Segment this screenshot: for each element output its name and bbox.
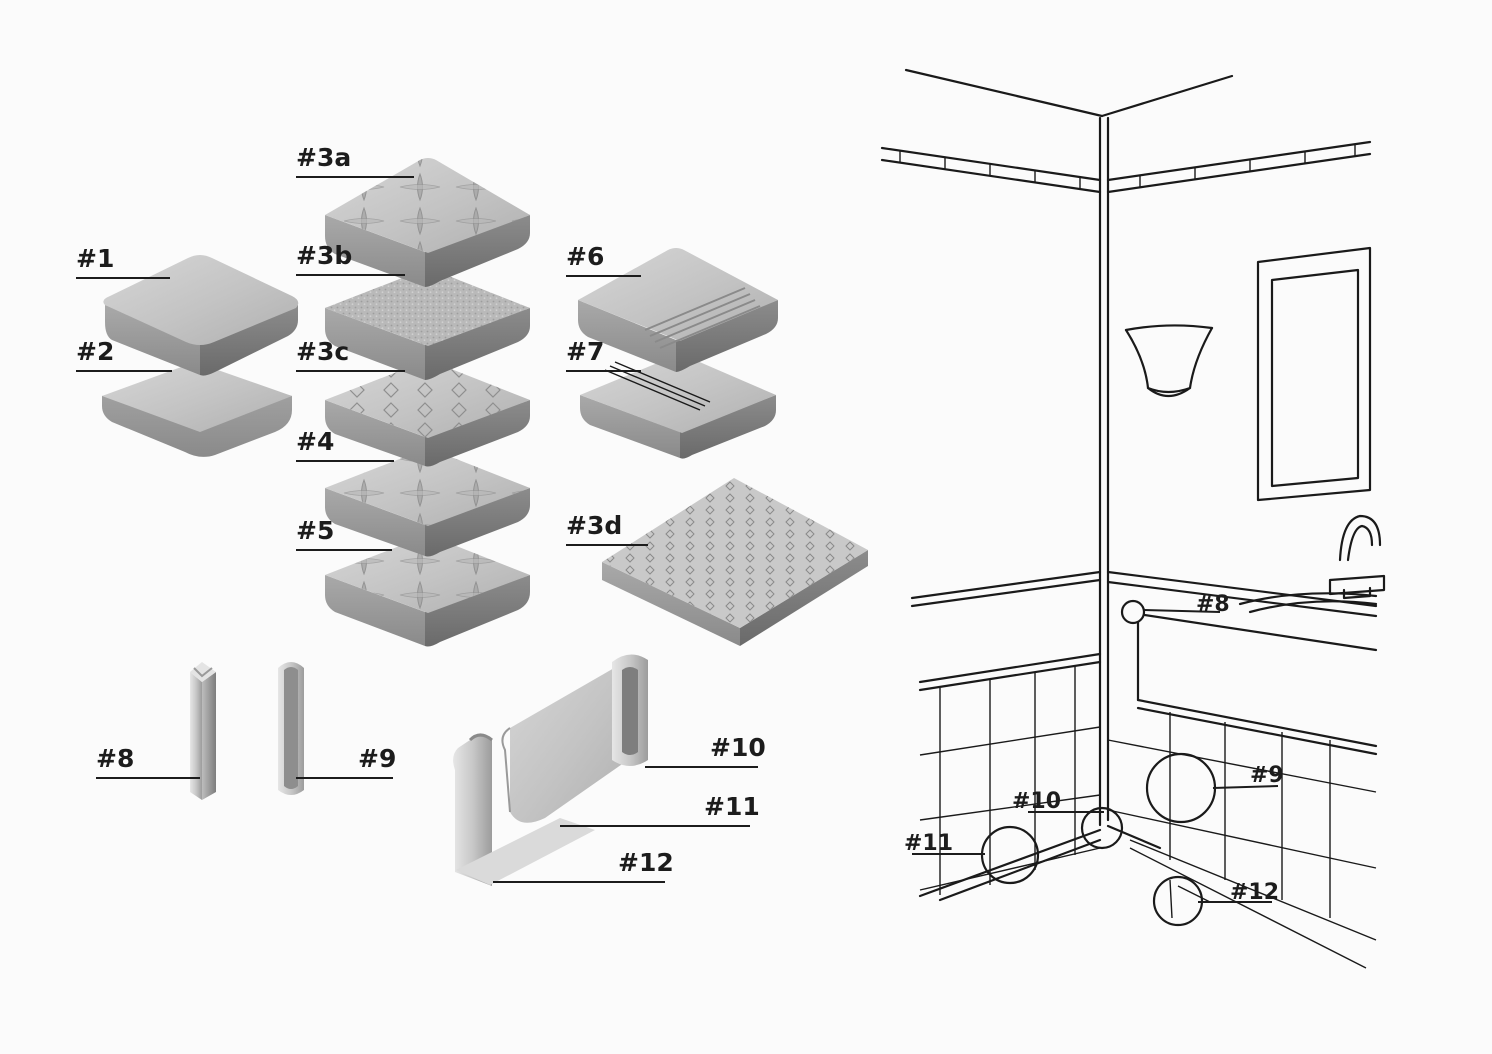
wall-lamp [1124,324,1214,398]
callout-circle-9 [1145,752,1217,824]
tile-2-bullnose-corner [102,362,292,457]
label-3b: #3b [296,241,405,276]
right-wall-tiles [1107,712,1377,969]
trim-8-outer-corner [190,662,216,800]
svg-text:#3a: #3a [296,143,351,172]
tile-3d-large-diamond [602,478,868,646]
tile-1-bullnose [103,255,299,376]
trim-9-inner-cove [278,662,304,795]
label-10: #10 [645,733,766,768]
label-7: #7 [566,337,641,372]
label-1: #1 [76,244,170,279]
svg-text:#7: #7 [566,337,604,366]
svg-text:#12: #12 [618,848,674,877]
callout-circle-10 [1080,806,1124,850]
svg-text:#3b: #3b [296,241,352,270]
label-4: #4 [296,427,394,462]
label-8: #8 [96,744,200,779]
tile-7-stair-nosing [580,355,776,459]
callout-circle-8 [1120,599,1146,625]
left-wall-tiles [919,666,1101,895]
label-3d: #3d [566,511,648,546]
svg-text:#9: #9 [358,744,396,773]
tile-4-lens-pattern [325,449,530,557]
tile-3b-textured [325,269,530,380]
callout-circle-12 [1152,875,1204,927]
scene-label-10: #10 [1012,789,1061,814]
label-6: #6 [566,242,641,277]
tile-3c-diamond-pattern [325,361,530,467]
trim-assembly-10-11-12 [453,654,648,886]
label-9: #9 [296,744,396,779]
scene-label-12: #12 [1230,880,1279,905]
svg-text:#11: #11 [704,792,760,821]
scene-label-11: #11 [904,831,953,856]
svg-text:#4: #4 [296,427,334,456]
scene-label-8: #8 [1196,592,1230,617]
svg-text:#3c: #3c [296,337,349,366]
svg-text:#8: #8 [96,744,134,773]
label-3a: #3a [296,143,414,178]
faucet [1328,514,1386,600]
svg-text:#1: #1 [76,244,114,273]
svg-text:#6: #6 [566,242,604,271]
label-3c: #3c [296,337,405,372]
tile-5-lens-pattern [325,536,530,647]
svg-text:#10: #10 [710,733,766,762]
scene-label-9: #9 [1250,763,1284,788]
label-12: #12 [493,848,674,883]
label-2: #2 [76,337,172,372]
tile-3a-lens-pattern [325,158,530,287]
label-5: #5 [296,516,392,551]
tile-6-stair-nosing [578,248,778,372]
svg-text:#5: #5 [296,516,334,545]
bathroom-scene: #8 #9 #10 #11 #12 [880,68,1386,969]
svg-text:#2: #2 [76,337,114,366]
label-11: #11 [560,792,760,827]
svg-text:#3d: #3d [566,511,622,540]
